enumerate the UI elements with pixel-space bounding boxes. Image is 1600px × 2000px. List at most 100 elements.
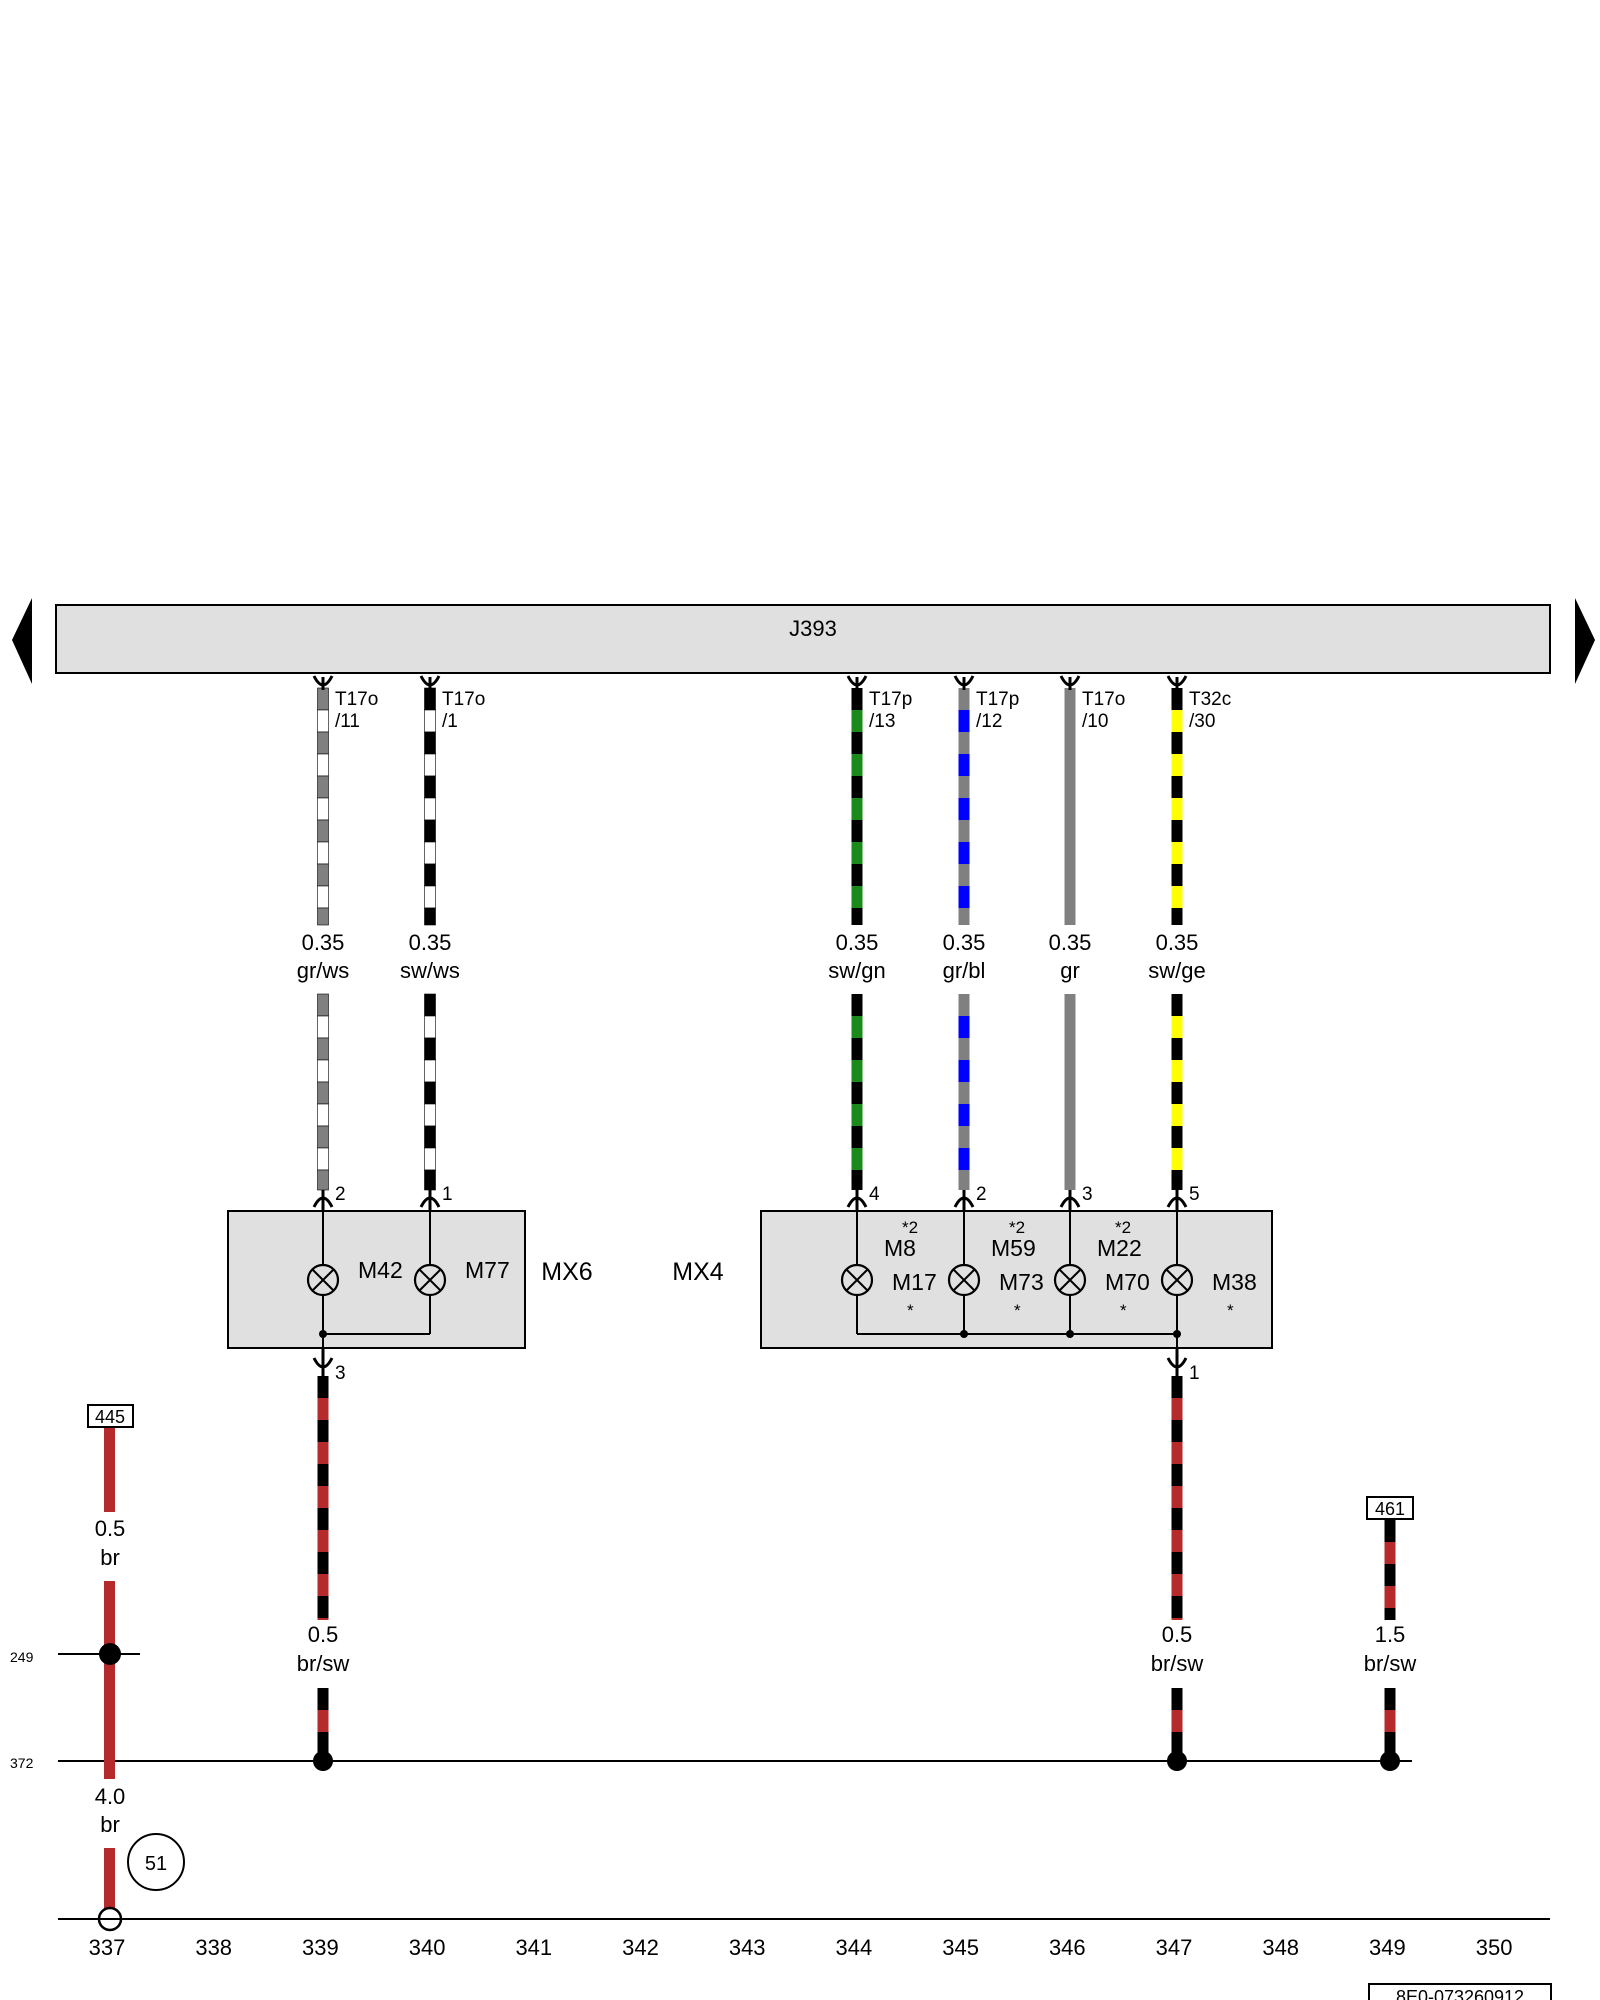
bulb-label-1: M59 bbox=[991, 1235, 1036, 1261]
bottom-pin-label: 2 bbox=[335, 1184, 346, 1205]
wire-stripe bbox=[1064, 1148, 1076, 1170]
wire-size: 0.5 bbox=[308, 1622, 339, 1647]
wire-stripe bbox=[958, 1170, 970, 1190]
column-number: 349 bbox=[1369, 1935, 1406, 1960]
wire-color: sw/ws bbox=[400, 958, 460, 983]
wire-stripe bbox=[1171, 1376, 1183, 1398]
bottom-connector-icon bbox=[846, 1190, 868, 1211]
wire-stripe bbox=[317, 709, 329, 733]
wire-stripe bbox=[1171, 776, 1183, 798]
pin-label: 3 bbox=[335, 1363, 346, 1384]
bulb-label-2: M42 bbox=[358, 1257, 403, 1283]
wire-size: 0.35 bbox=[302, 930, 345, 955]
bulb-star-top: *2 bbox=[902, 1218, 918, 1237]
wire-stripe bbox=[851, 886, 863, 908]
wire-stripe bbox=[851, 688, 863, 710]
connector-pin: /1 bbox=[442, 711, 458, 732]
reference-box[interactable] bbox=[87, 1404, 134, 1428]
wire-stripe bbox=[1384, 1520, 1396, 1542]
reference-box[interactable] bbox=[1366, 1496, 1414, 1520]
wire-stripe bbox=[317, 819, 329, 843]
wire-size: 0.5 bbox=[95, 1516, 126, 1541]
wire-stripe bbox=[424, 775, 436, 799]
wire-sw-ge: T32c /30 0.35 sw/ge 5 bbox=[1148, 675, 1231, 1211]
wire-stripe bbox=[851, 710, 863, 732]
wire-stripe bbox=[317, 1596, 329, 1618]
connector-pin: /30 bbox=[1189, 711, 1215, 732]
wire-stripe bbox=[958, 1016, 970, 1038]
connector-icon bbox=[312, 1348, 334, 1378]
bulb-label-2: M73 bbox=[999, 1269, 1044, 1295]
column-number: 339 bbox=[302, 1935, 339, 1960]
wire-stripe bbox=[424, 993, 436, 1017]
module-mx6-label: MX6 bbox=[541, 1258, 592, 1286]
junction-dots bbox=[319, 1330, 1181, 1338]
wire-stripe bbox=[1064, 1082, 1076, 1104]
wire-stripe bbox=[851, 754, 863, 776]
side-ref-372[interactable]: 372 bbox=[10, 1755, 34, 1771]
wire-stripe bbox=[317, 1552, 329, 1574]
wire-stripe bbox=[1171, 710, 1183, 732]
wire-stripe bbox=[1064, 908, 1076, 925]
lamp-icon bbox=[306, 1263, 340, 1297]
wire-stripe bbox=[1171, 688, 1183, 710]
reference-label[interactable]: 461 bbox=[1375, 1499, 1405, 1519]
bulb-label-2: M38 bbox=[1212, 1269, 1257, 1295]
wire-stripe bbox=[1171, 1060, 1183, 1082]
wire-stripe bbox=[1064, 1060, 1076, 1082]
wire-stripe bbox=[1171, 1552, 1183, 1574]
wire-gr-bl: T17p /12 0.35 gr/bl 2 bbox=[943, 675, 1019, 1211]
wire-stripe bbox=[317, 797, 329, 821]
wire-stripe bbox=[958, 1126, 970, 1148]
doc-number-box bbox=[1368, 1983, 1552, 2000]
wire-upper-stripe bbox=[851, 688, 863, 925]
prev-page-arrow-icon[interactable] bbox=[12, 598, 32, 684]
wire-stripe bbox=[1064, 1126, 1076, 1148]
wire-stripe bbox=[1384, 1732, 1396, 1754]
connector-label: T17o bbox=[335, 689, 378, 710]
column-number: 344 bbox=[836, 1935, 873, 1960]
wire-stripe bbox=[317, 1125, 329, 1149]
wire-lower-stripe bbox=[317, 1688, 329, 1755]
bulb-star-bottom: * bbox=[907, 1301, 914, 1320]
wire-lower-stripe bbox=[1064, 994, 1076, 1190]
wire-stripe bbox=[958, 1104, 970, 1126]
junction-dot bbox=[99, 1643, 121, 1665]
wire-color: br/sw bbox=[1364, 1651, 1417, 1676]
bulb-star-bottom: * bbox=[1227, 1301, 1234, 1320]
wire-stripe bbox=[1171, 1104, 1183, 1126]
wire-stripe bbox=[424, 1103, 436, 1127]
wire-stripe bbox=[958, 994, 970, 1016]
wire-stripe bbox=[317, 1015, 329, 1039]
reference-label[interactable]: 445 bbox=[95, 1407, 125, 1427]
wire-stripe bbox=[424, 1125, 436, 1149]
wire-stripe bbox=[1064, 1016, 1076, 1038]
column-number: 341 bbox=[515, 1935, 552, 1960]
top-connector-icon bbox=[312, 675, 334, 690]
wire-stripe bbox=[317, 1732, 329, 1754]
wire-sw-ws: T17o /1 0.35 sw/ws 1 bbox=[400, 675, 485, 1211]
wire-stripe bbox=[851, 1170, 863, 1190]
next-page-arrow-icon[interactable] bbox=[1575, 598, 1595, 684]
left-feed-wire: 445 0.5 br 4.0 br 51 bbox=[87, 1404, 185, 1932]
column-number: 347 bbox=[1156, 1935, 1193, 1960]
module-mx4-label: MX4 bbox=[672, 1258, 724, 1286]
wire-upper-stripe bbox=[1064, 688, 1076, 925]
connector-label: T17p bbox=[869, 689, 912, 710]
wire-stripe bbox=[317, 1574, 329, 1596]
side-ref-249[interactable]: 249 bbox=[10, 1649, 34, 1665]
wire-stripe bbox=[317, 1169, 329, 1191]
connector-pin: /12 bbox=[976, 711, 1002, 732]
bulb-label-1: M22 bbox=[1097, 1235, 1142, 1261]
wire-stripe bbox=[317, 1710, 329, 1732]
wire-stripe bbox=[1384, 1710, 1396, 1732]
wire-sw-gn: T17p /13 0.35 sw/gn 4 bbox=[828, 675, 912, 1211]
wire-upper-stripe bbox=[1171, 688, 1183, 925]
wire-stripe bbox=[1171, 1486, 1183, 1508]
wire-stripe bbox=[1171, 798, 1183, 820]
wire-color: sw/ge bbox=[1148, 958, 1205, 983]
wire-lower-stripe bbox=[424, 993, 436, 1191]
connector-label: T17p bbox=[976, 689, 1019, 710]
wire-stripe bbox=[958, 842, 970, 864]
wire-stripe bbox=[1064, 842, 1076, 864]
